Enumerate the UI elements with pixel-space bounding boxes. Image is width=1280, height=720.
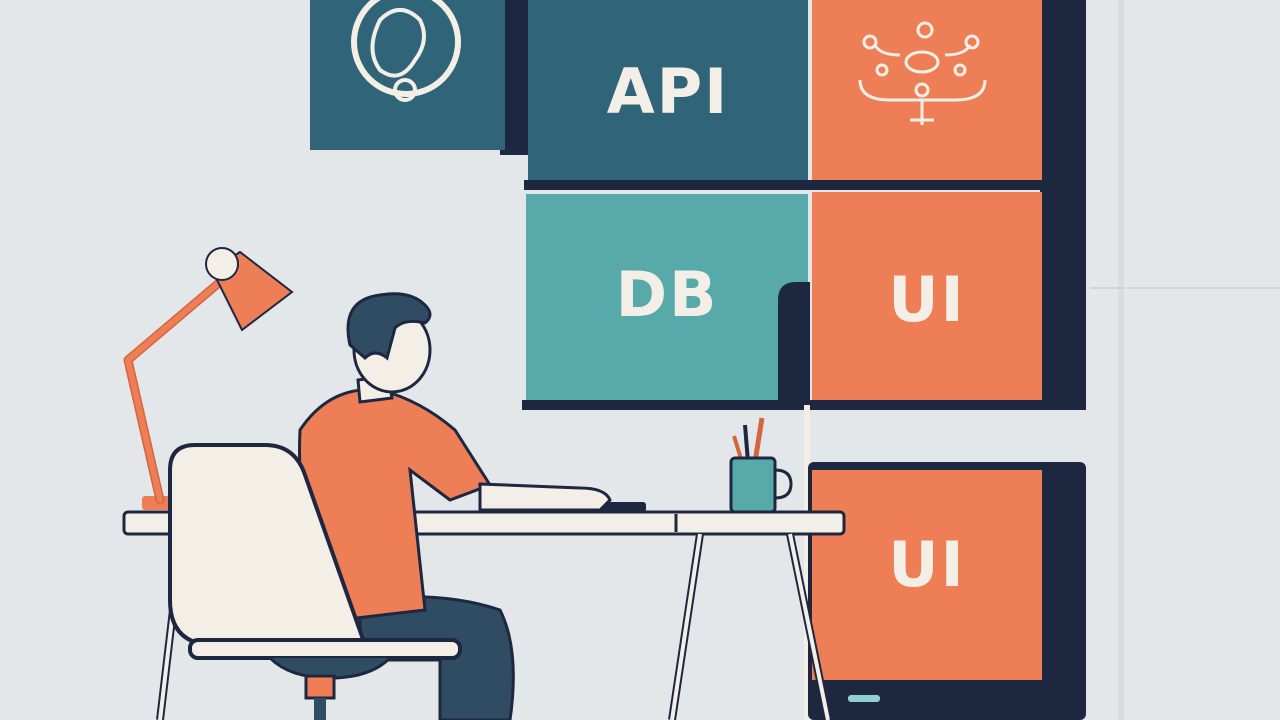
network-diagram-icon [858,21,987,125]
monitor-edge [778,282,810,410]
wall-edge [1118,0,1124,720]
person-figure [298,292,612,720]
db-tile [526,194,808,400]
panel-shadow-right [1040,0,1086,410]
desk-lamp [123,247,294,510]
ui-bottom-label: UI [888,528,966,601]
circle-logo-icon [351,0,461,97]
ui-top-tile [812,192,1042,400]
panel-divider [524,180,1044,190]
status-light [848,695,880,702]
pencil-cup-icon [729,417,793,514]
monitor-stand [804,405,810,720]
diagram-tile [812,0,1042,180]
chair [168,443,462,720]
db-label: DB [615,258,719,331]
ui-top-label: UI [888,263,966,336]
api-label: API [606,55,730,128]
api-tile [528,0,808,180]
logo-tile [310,0,505,150]
ui-bottom-tile [812,470,1042,680]
